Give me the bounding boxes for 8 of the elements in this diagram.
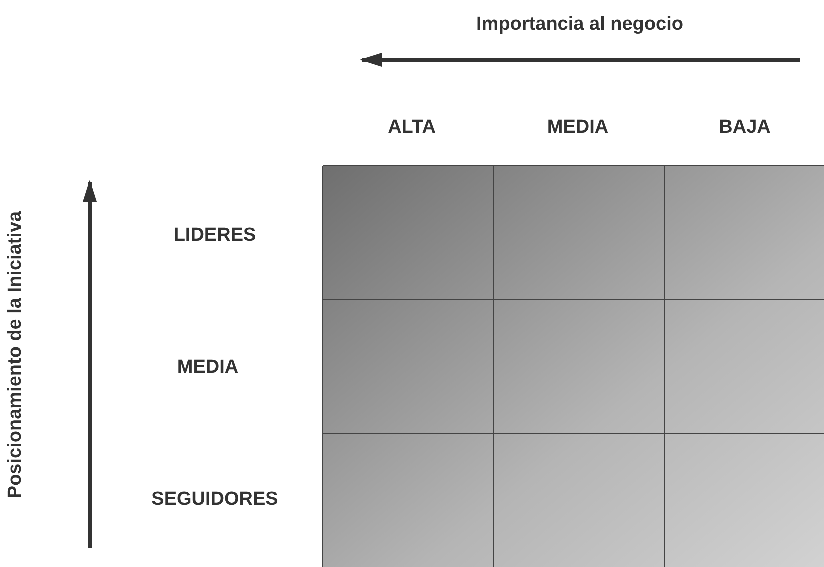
column-header: MEDIA (547, 117, 609, 139)
axis-title: Posicionamiento de la Iniciativa (5, 211, 27, 499)
row-header: LIDERES (174, 225, 256, 247)
row-header: SEGUIDORES (152, 489, 278, 511)
column-header: ALTA (388, 117, 436, 139)
axis-title: Importancia al negocio (476, 14, 684, 36)
row-header: MEDIA (177, 357, 239, 379)
column-header: BAJA (719, 117, 771, 139)
